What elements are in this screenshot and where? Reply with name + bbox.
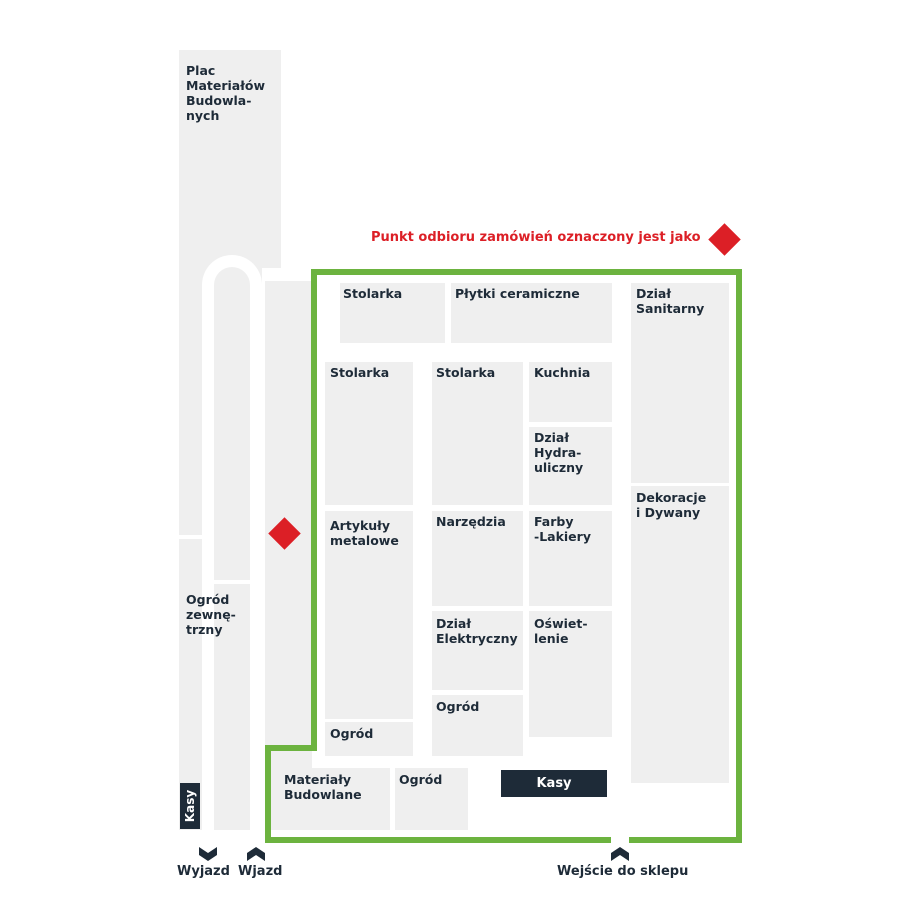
wjazd-chevron-icon (247, 847, 265, 861)
zone-dekoracje-label: Dekoracje i Dywany (636, 490, 707, 520)
zone-stolarka-1-label: Stolarka (343, 286, 403, 301)
zone-sanitarny-label: Dział Sanitarny (636, 286, 705, 316)
zone-ogrod-1[interactable] (325, 722, 413, 756)
zone-plytki-label: Płytki ceramiczne (455, 286, 580, 301)
ogrod-zewnetrzny-label: Ogród zewnę- trzny (186, 592, 236, 637)
zone-hydrauliczny[interactable] (529, 427, 612, 505)
zone-ogrod-2-label: Ogród (436, 699, 480, 714)
wyjazd-chevron-icon (199, 847, 217, 861)
zone-stolarka-2-label: Stolarka (330, 365, 390, 380)
zone-narzedzia-label: Narzędzia (436, 514, 506, 529)
zone-kuchnia-label: Kuchnia (534, 365, 591, 380)
road-right-upper (281, 38, 293, 280)
wyjazd-label: Wyjazd (177, 864, 230, 879)
zone-elektryczny[interactable] (432, 611, 523, 690)
zone-elektryczny-label: Dział Elektryczny (436, 616, 518, 646)
zone-artykuly[interactable] (325, 511, 413, 719)
road-top (167, 38, 293, 50)
zone-dekoracje[interactable] (631, 486, 729, 783)
zone-kuchnia[interactable] (529, 362, 612, 422)
zone-oswietlenie[interactable] (529, 611, 612, 737)
store-kasy-label: Kasy (536, 776, 572, 791)
outdoor-kasy: Kasy (180, 783, 200, 829)
zone-oswietlenie-label: Oświet- lenie (534, 616, 588, 646)
zone-materialy-label: Materiały Budowlane (284, 772, 362, 802)
zone-ogrod-3-label: Ogród (399, 772, 443, 787)
access-road-area (167, 268, 312, 836)
road-mid-lane (262, 268, 265, 838)
zone-stolarka-3[interactable] (432, 362, 523, 505)
zone-farby[interactable] (529, 511, 612, 606)
zone-hydrauliczny-label: Dział Hydra- uliczny (534, 430, 584, 475)
road-left (167, 38, 179, 838)
road-crossing-2 (214, 580, 250, 584)
zone-sanitarny[interactable] (631, 283, 729, 483)
zone-farby-label: Farby -Lakiery (534, 514, 591, 544)
road-junction (262, 268, 312, 281)
wejscie-label: Wejście do sklepu (557, 864, 689, 879)
road-crossing (179, 535, 203, 539)
zone-materialy[interactable] (279, 768, 390, 830)
zone-artykuly-label: Artykuły metalowe (330, 518, 399, 548)
plac-materialow-label: Plac Materiałów Budowla- nych (186, 63, 265, 123)
store-kasy[interactable]: Kasy (501, 770, 607, 797)
wejscie-chevron-icon (611, 847, 629, 861)
zone-ogrod-1-label: Ogród (330, 726, 374, 741)
zone-stolarka-3-label: Stolarka (436, 365, 496, 380)
zone-ogrod-3[interactable] (395, 768, 468, 830)
zone-stolarka-2[interactable] (325, 362, 413, 505)
zone-narzedzia[interactable] (432, 511, 523, 606)
pickup-legend-text: Punkt odbioru zamówień oznaczony jest ja… (371, 230, 701, 245)
wjazd-label: Wjazd (238, 864, 283, 879)
zone-stolarka-1[interactable] (340, 283, 445, 343)
zone-plytki[interactable] (451, 283, 612, 343)
zone-ogrod-2[interactable] (432, 695, 523, 756)
